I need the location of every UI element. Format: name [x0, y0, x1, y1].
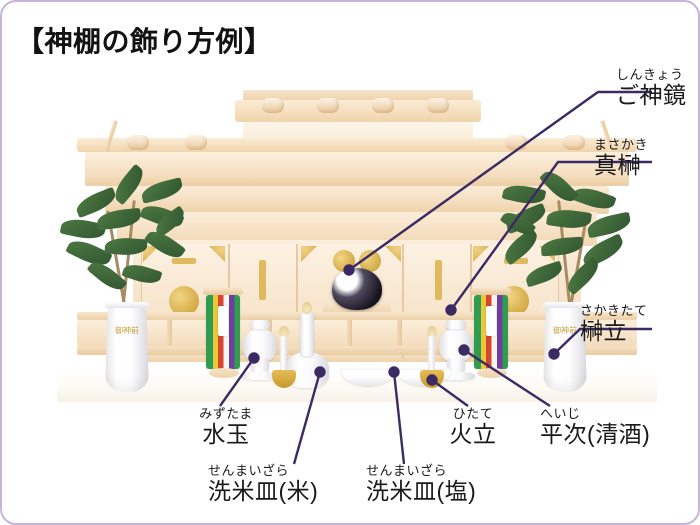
sakakitate-vase-lip — [105, 302, 149, 309]
annotation-label: 洗米皿(塩) — [366, 478, 477, 504]
leader-heiji — [463, 348, 551, 408]
page-title: 【神棚の飾り方例】 — [16, 27, 273, 58]
annotation-mizutama: みずたま 水玉 — [184, 406, 268, 448]
rail-baluster — [397, 320, 402, 346]
annotation-label: 平次(清酒) — [540, 421, 651, 447]
heiji-foot — [437, 372, 475, 380]
annotation-hitate: ひたて 火立 — [439, 406, 507, 448]
gold-door-strip — [172, 258, 196, 264]
masakaki-stand — [477, 368, 507, 378]
leader-senmai-kome — [292, 371, 322, 465]
heiji-lid — [446, 320, 466, 329]
leader-goshinkyo — [348, 90, 652, 271]
shide-paper — [218, 306, 228, 336]
masakaki-crossbar — [471, 288, 511, 295]
candle-stick — [428, 336, 435, 372]
mizutama-left-lid — [250, 320, 270, 329]
annotation-ruby: せんまいざら — [208, 463, 290, 478]
masakaki-crossbar — [203, 288, 243, 295]
leader-sakakitate — [553, 327, 652, 355]
annotation-label: 火立 — [449, 421, 497, 447]
shrine-roof-ridge — [243, 90, 473, 101]
candle-stick — [280, 336, 287, 372]
leader-dot-senmai-shio — [388, 366, 400, 378]
gold-medallion — [169, 286, 199, 316]
rail-baluster — [167, 320, 172, 346]
annotation-label: 水玉 — [202, 421, 250, 447]
annotation-ruby: ひたて — [452, 406, 494, 421]
leader-hitate — [431, 379, 469, 407]
leader-dot-masakaki — [445, 304, 457, 316]
katsuogi-ornament — [185, 135, 207, 150]
heiji-body — [439, 328, 473, 362]
annotation-sakakitate: さかきたて 榊立 — [580, 303, 648, 345]
annotation-senmaizara-shio: せんまいざら 洗米皿(塩) — [366, 463, 477, 505]
katsuogi-ornament — [563, 135, 585, 150]
shrine-rail-top — [77, 312, 637, 320]
candle-flame — [427, 326, 437, 338]
leader-dot-goshinkyo — [343, 264, 355, 276]
annotation-senmaizara-kome: せんまいざら 洗米皿(米) — [208, 463, 319, 505]
katsuogi-ornament — [372, 98, 394, 113]
leader-masakaki — [450, 160, 652, 311]
annotation-ruby: しんきょう — [616, 67, 684, 82]
sakakitate-vase-left — [105, 308, 149, 392]
mizutama-left-foot — [241, 372, 279, 380]
annotation-label: 真榊 — [594, 152, 641, 178]
sakakitate-vase-lip — [543, 302, 587, 309]
annotation-label: 榊立 — [580, 318, 627, 344]
gold-door-strip — [259, 260, 266, 300]
leader-dot-sakakitate — [548, 348, 560, 360]
vase-inscription: 御神前 — [553, 326, 577, 335]
candle-flame — [279, 326, 289, 338]
katsuogi-ornament — [127, 135, 149, 150]
annotation-ruby: へいじ — [540, 406, 581, 421]
annotation-label: ご神鏡 — [616, 82, 687, 108]
katsuogi-ornament — [427, 98, 449, 113]
goshinkyo-mirror — [332, 268, 382, 310]
leader-dot-heiji — [458, 344, 470, 356]
candle-base — [272, 370, 296, 388]
annotation-heiji: へいじ 平次(清酒) — [540, 406, 651, 448]
dish-bowl — [341, 370, 395, 386]
leader-mizutama — [219, 357, 255, 407]
shrine-rail-bottom — [77, 346, 637, 355]
rail-baluster — [347, 320, 352, 346]
shide-paper — [486, 306, 496, 336]
gold-medallion — [359, 250, 381, 272]
annotation-ruby: まさかき — [594, 137, 649, 152]
leader-dot-senmai-kome — [314, 366, 326, 378]
shrine-roof-center-eave — [235, 100, 481, 122]
shrine-roof-main-eave — [77, 138, 637, 152]
leader-senmai-shio — [392, 371, 406, 465]
gold-door-strip — [435, 260, 442, 300]
katsuogi-ornament — [262, 98, 284, 113]
annotation-label: 洗米皿(米) — [208, 478, 319, 504]
annotation-masakaki: まさかき 真榊 — [594, 137, 649, 179]
vase-inscription: 御神前 — [115, 326, 139, 335]
annotation-ruby: みずたま — [199, 406, 253, 421]
kamidana-photo: 御神前 御神前 — [57, 90, 657, 410]
leader-dot-hitate — [426, 374, 438, 386]
katsuogi-ornament — [317, 98, 339, 113]
heiji-stopper — [302, 302, 312, 314]
heiji-neck — [300, 312, 314, 356]
dish-rim — [395, 367, 453, 372]
leader-dot-mizutama — [248, 352, 260, 364]
annotation-ruby: せんまいざら — [366, 463, 448, 478]
dish-rim — [339, 367, 397, 372]
masakaki-stand — [209, 368, 239, 378]
annotation-ruby: さかきたて — [580, 303, 648, 318]
annotation-goshinkyo: しんきょう ご神鏡 — [616, 67, 687, 109]
